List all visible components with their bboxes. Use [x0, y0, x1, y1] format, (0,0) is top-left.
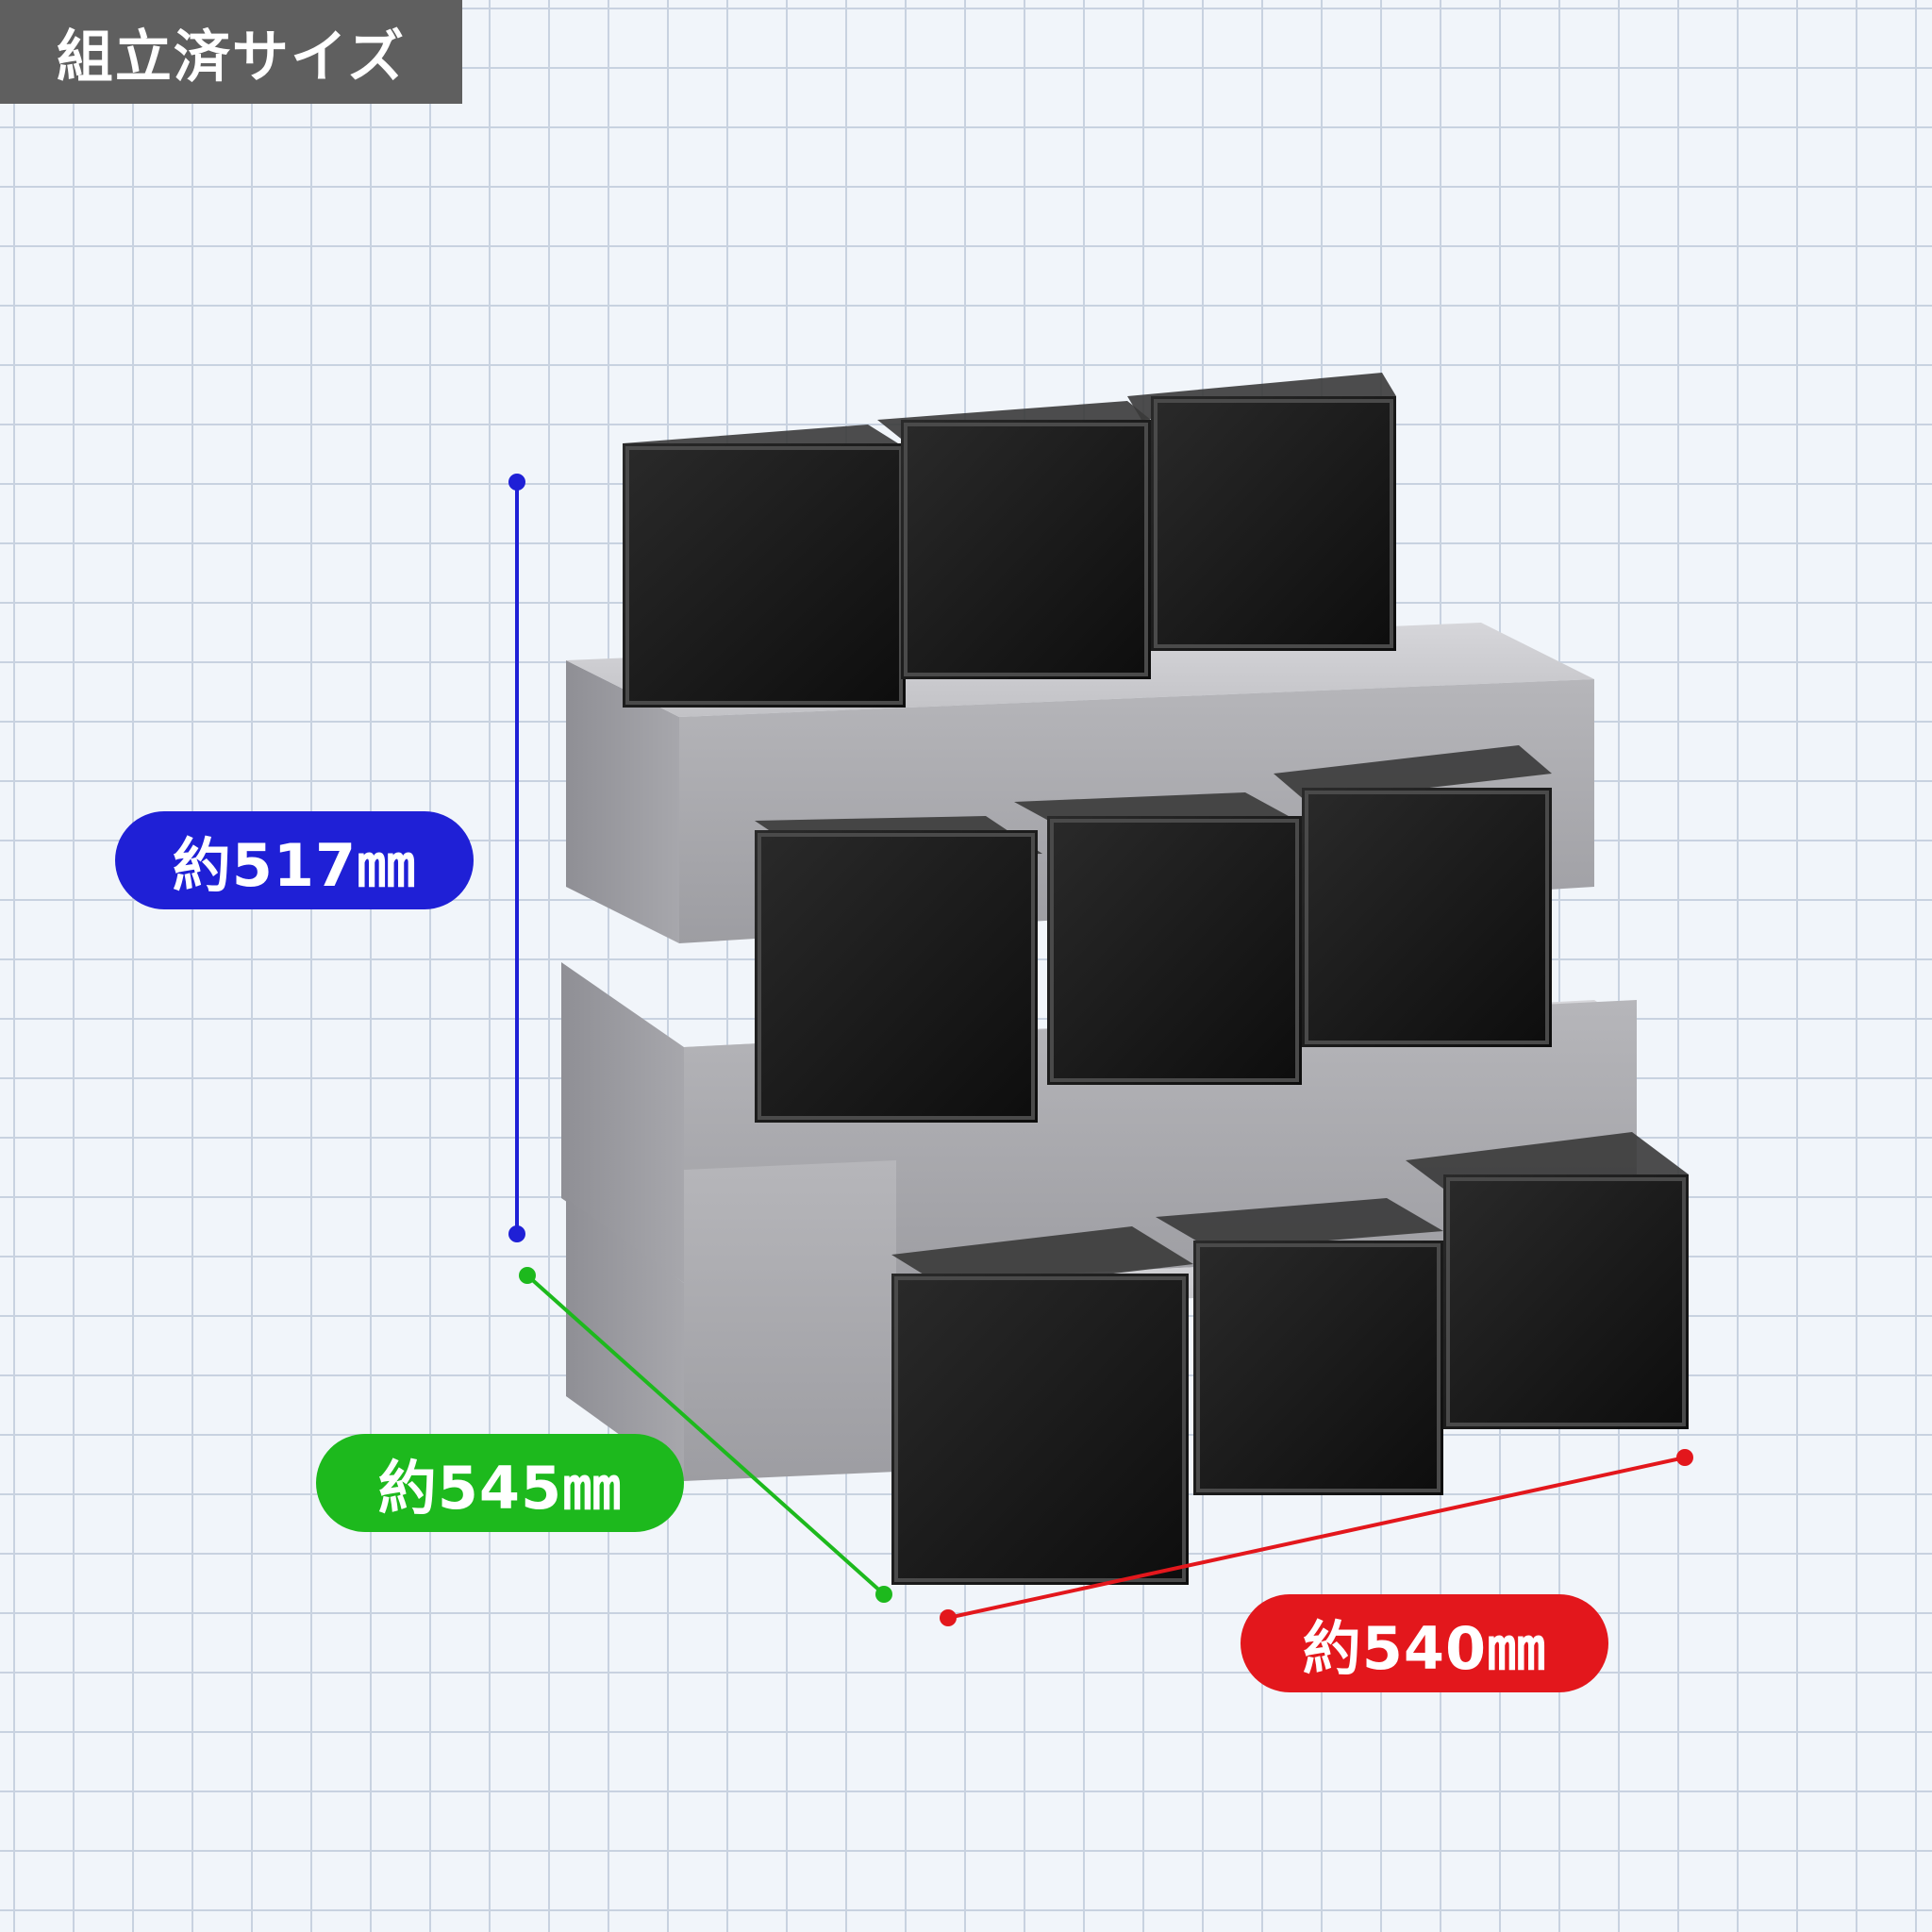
height-dimension-line [508, 474, 525, 1242]
tank [891, 1226, 1193, 1585]
width-label-text: 約540㎜ [1302, 1614, 1547, 1683]
tank [1406, 1132, 1689, 1429]
tank-row-middle [755, 745, 1552, 1123]
tank [1274, 745, 1552, 1047]
depth-label: 約545㎜ [316, 1434, 684, 1532]
stand-tier-middle-side [561, 962, 684, 1283]
title-badge: 組立済サイズ [0, 0, 462, 104]
tank-row-top [623, 373, 1396, 708]
width-label: 約540㎜ [1241, 1594, 1608, 1692]
tank-row-bottom [891, 1132, 1689, 1585]
tank [623, 425, 906, 708]
title-text: 組立済サイズ [56, 24, 407, 91]
stand-tier-bottom-side [566, 1198, 684, 1481]
stand-tier-bottom-front [684, 1160, 896, 1481]
depth-label-text: 約545㎜ [377, 1454, 623, 1523]
tank [877, 401, 1151, 679]
width-dimension-line [940, 1449, 1693, 1626]
depth-dimension-line [519, 1267, 892, 1603]
height-label-text: 約517㎜ [172, 831, 417, 900]
tank [1014, 792, 1302, 1085]
tank [1127, 373, 1396, 651]
tank [1156, 1198, 1443, 1495]
tank [755, 816, 1042, 1123]
stand-tier-top-side [566, 660, 679, 943]
height-label: 約517㎜ [115, 811, 474, 909]
